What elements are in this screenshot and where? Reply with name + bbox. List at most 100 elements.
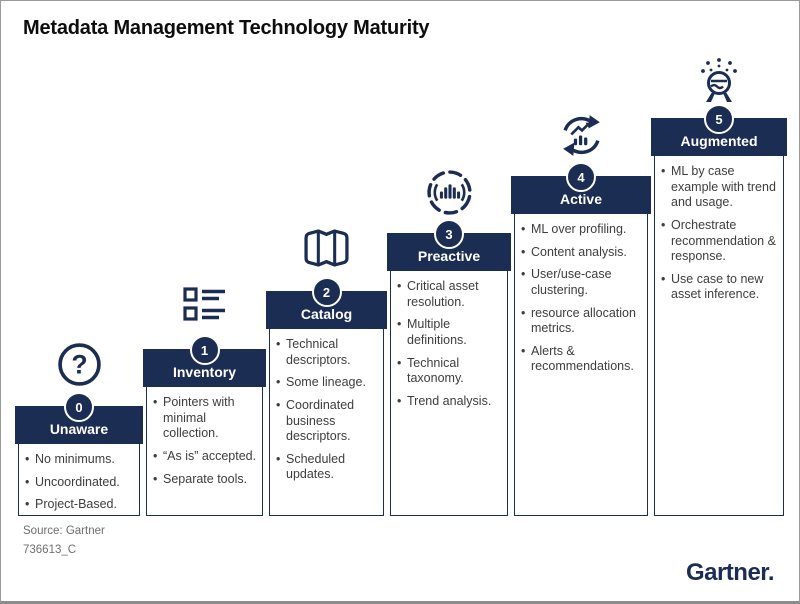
bullet-item: Multiple definitions. [397,317,502,348]
bullet-text: Alerts & recommendations. [531,343,634,374]
level-header: 0 Unaware [15,392,143,444]
level-badge: 1 [189,335,220,365]
bullet-text: Technical taxonomy. [407,355,464,386]
level-name: Active [559,191,603,207]
level-details: Critical asset resolution. Multiple defin… [390,271,508,516]
bullet-list: Pointers with minimal collection. “As is”… [147,387,262,500]
maturity-column: 5 Augmented ML by case example with tren… [651,54,787,516]
bullet-text: Scheduled updates. [286,451,346,482]
level-icon-area [651,54,787,118]
bullet-text: ML by case example with trend and usage. [671,164,776,210]
level-number: 3 [445,226,453,242]
source-note: Source: Gartner 736613_C [23,522,105,560]
level-header: 3 Preactive [387,219,511,271]
level-header: 1 Inventory [143,335,266,387]
bullet-text: resource allocation metrics. [531,305,636,336]
bullet-item: Separate tools. [153,472,257,488]
bullet-item: Critical asset resolution. [397,279,502,310]
bullet-text: ML over profiling. [531,222,627,236]
level-details: ML over profiling. Content analysis. User/… [514,214,648,516]
svg-text:?: ? [71,350,87,380]
cycle-trend-chart-icon [562,115,600,156]
bullet-item: ML by case example with trend and usage. [661,164,778,211]
level-badge: 5 [704,104,734,134]
level-name: Preactive [417,248,481,264]
bullet-text: Coordinated business descriptors. [286,397,355,444]
bullet-item: User/use-case clustering. [521,267,642,298]
level-details: Pointers with minimal collection. “As is”… [146,387,263,516]
bullet-text: Some lineage. [286,375,366,390]
bullet-text: Uncoordinated. [35,474,120,489]
bullet-item: Use case to new asset inference. [661,272,778,303]
level-details: ML by case example with trend and usage.… [654,156,784,516]
bullet-text: Use case to new asset inference. [671,271,764,302]
level-name: Inventory [172,364,236,380]
level-header: 2 Catalog [266,277,387,329]
maturity-column: 3 Preactive Critical asset resolution. Mu… [387,169,511,516]
bullet-text: Multiple definitions. [407,317,467,347]
level-details: No minimums. Uncoordinated. Project-Based. [18,444,140,516]
level-number: 0 [75,399,83,415]
folded-map-icon [304,229,349,267]
bullet-text: Trend analysis. [407,393,492,408]
bullet-item: resource allocation metrics. [521,306,642,337]
level-details: Technical descriptors. Some lineage. Coord… [269,329,384,516]
bullet-item: Technical taxonomy. [397,356,502,387]
level-name: Unaware [49,421,109,437]
bullet-item: Trend analysis. [397,394,502,410]
doc-id: 736613_C [23,543,77,556]
level-name: Augmented [680,133,758,149]
level-icon-area [387,169,511,233]
bullet-list: Technical descriptors. Some lineage. Coord… [270,329,383,496]
bullet-text: Project-Based. [35,497,117,512]
bullet-text: Separate tools. [163,471,248,486]
maturity-column: 4 Active ML over profiling. Content analy… [511,112,651,516]
checklist-icon [182,287,225,321]
level-badge: 4 [566,162,596,192]
bullet-item: No minimums. [25,452,134,468]
bullet-list: ML by case example with trend and usage.… [655,156,783,316]
level-header: 5 Augmented [651,104,787,156]
level-icon-area [511,112,651,176]
source-line: Source: Gartner [23,525,105,537]
bullet-item: Uncoordinated. [25,475,134,491]
bullet-item: Pointers with minimal collection. [153,395,257,442]
level-badge: 2 [311,277,342,307]
level-number: 1 [200,342,209,358]
bullet-list: Critical asset resolution. Multiple defin… [391,271,507,422]
maturity-column: 2 Catalog Technical descriptors. Some lin… [266,227,387,516]
bullet-text: Pointers with minimal collection. [163,395,235,441]
bullet-item: Scheduled updates. [276,452,378,483]
bullet-item: ML over profiling. [521,222,642,238]
level-badge: 3 [434,219,464,249]
level-icon-area [143,285,266,349]
bullet-text: “As is” accepted. [163,448,257,463]
level-number: 2 [322,284,331,300]
maturity-column: ? 0 Unaware No minimums. Uncoordinated. Pr… [15,342,143,516]
bar-chart-circle-icon [426,170,472,215]
question-circle-icon: ? [57,343,101,386]
bullet-item: “As is” accepted. [153,449,257,465]
level-badge: 0 [64,392,94,422]
level-number: 4 [577,169,585,185]
bullet-item: Project-Based. [25,497,134,513]
level-icon-area [266,227,387,291]
gartner-logo: Gartner. [685,559,775,586]
bullet-item: Alerts & recommendations. [521,344,642,375]
bullet-text: Content analysis. [531,244,627,259]
bullet-item: Coordinated business descriptors. [276,398,378,445]
level-number: 5 [715,111,723,127]
level-icon-area: ? [15,342,143,406]
maturity-column: 1 Inventory Pointers with minimal collec… [143,285,266,516]
level-header: 4 Active [511,162,651,214]
bullet-text: Orchestrate recommendation & response. [671,217,776,264]
bullet-list: ML over profiling. Content analysis. User/… [515,214,647,388]
bullet-text: Critical asset resolution. [407,279,479,309]
bullet-item: Technical descriptors. [276,337,378,368]
bullet-text: Technical descriptors. [286,337,351,367]
bullet-item: Some lineage. [276,375,378,391]
level-name: Catalog [300,306,353,322]
bullet-list: No minimums. Uncoordinated. Project-Based. [19,444,139,515]
